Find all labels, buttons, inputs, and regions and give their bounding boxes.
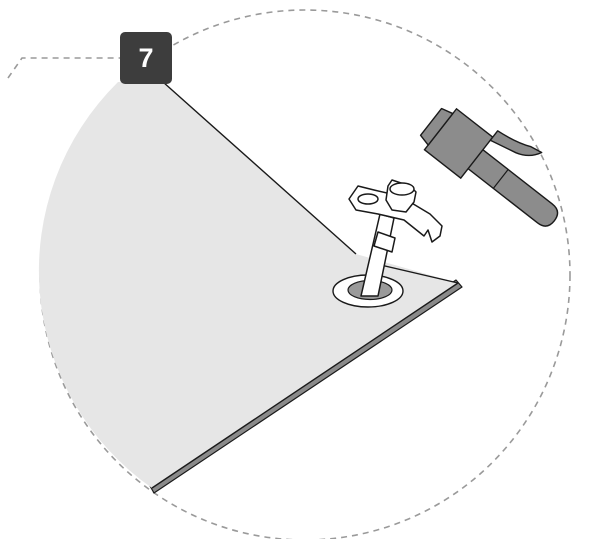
detail-circle (39, 9, 571, 539)
hammer-face (419, 107, 454, 146)
panel-outline (151, 81, 459, 489)
hammer-claw (489, 130, 543, 157)
step-number: 7 (138, 42, 154, 73)
hammer-icon (419, 107, 559, 227)
panel (38, 81, 463, 494)
hammer-handle (449, 135, 559, 227)
bolt-collar (373, 231, 396, 253)
clamp-bolt (348, 179, 443, 297)
clamp-slot (357, 193, 379, 205)
leader-line (7, 57, 120, 79)
step-number-badge: 7 (120, 32, 172, 84)
panel-face (38, 82, 458, 488)
